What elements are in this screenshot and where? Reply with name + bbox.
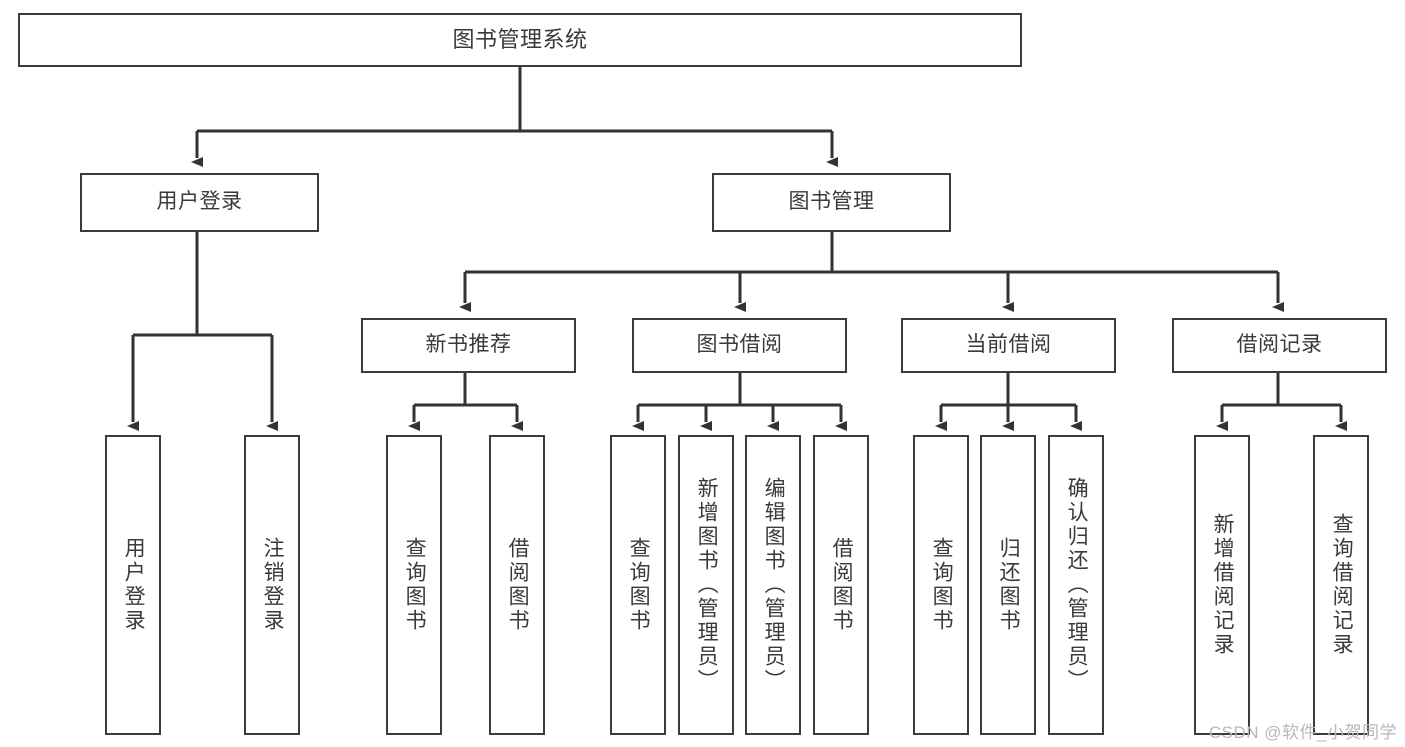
node-book-manage[interactable]: 图书管理 [712, 173, 951, 232]
leaf-confirm-return[interactable]: 确认归还（管理员） [1048, 435, 1104, 735]
leaf-query-book-2[interactable]: 查询图书 [610, 435, 666, 735]
node-root[interactable]: 图书管理系统 [18, 13, 1022, 67]
leaf-add-book[interactable]: 新增图书（管理员） [678, 435, 734, 735]
leaf-add-book-label: 新增图书（管理员） [695, 477, 719, 693]
leaf-user-logout-label: 注销登录 [261, 537, 285, 633]
leaf-return-book[interactable]: 归还图书 [980, 435, 1036, 735]
leaf-borrow-book-2[interactable]: 借阅图书 [813, 435, 869, 735]
leaf-borrow-book-1[interactable]: 借阅图书 [489, 435, 545, 735]
leaf-query-book-1[interactable]: 查询图书 [386, 435, 442, 735]
leaf-query-book-1-label: 查询图书 [403, 537, 427, 633]
node-book-borrow[interactable]: 图书借阅 [632, 318, 847, 373]
leaf-edit-book-label: 编辑图书（管理员） [762, 477, 786, 693]
node-current-borrow-label: 当前借阅 [965, 333, 1052, 357]
leaf-return-book-label: 归还图书 [997, 537, 1021, 633]
leaf-user-login-label: 用户登录 [122, 537, 146, 633]
leaf-query-book-2-label: 查询图书 [627, 537, 651, 633]
node-new-book-recommend[interactable]: 新书推荐 [361, 318, 576, 373]
node-user-login-label: 用户登录 [156, 190, 243, 214]
node-new-book-recommend-label: 新书推荐 [425, 333, 512, 357]
leaf-borrow-book-1-label: 借阅图书 [506, 537, 530, 633]
node-current-borrow[interactable]: 当前借阅 [901, 318, 1116, 373]
node-user-login[interactable]: 用户登录 [80, 173, 319, 232]
leaf-borrow-book-2-label: 借阅图书 [830, 537, 854, 633]
node-book-borrow-label: 图书借阅 [696, 333, 783, 357]
node-book-manage-label: 图书管理 [788, 190, 875, 214]
leaf-query-borrow-record-label: 查询借阅记录 [1330, 513, 1354, 657]
leaf-add-borrow-record[interactable]: 新增借阅记录 [1194, 435, 1250, 735]
node-borrow-record-label: 借阅记录 [1236, 333, 1323, 357]
leaf-user-logout[interactable]: 注销登录 [244, 435, 300, 735]
leaf-query-book-3-label: 查询图书 [930, 537, 954, 633]
leaf-add-borrow-record-label: 新增借阅记录 [1211, 513, 1235, 657]
watermark: CSDN @软件_小贺同学 [1208, 723, 1397, 742]
node-root-label: 图书管理系统 [452, 27, 588, 53]
node-borrow-record[interactable]: 借阅记录 [1172, 318, 1387, 373]
leaf-edit-book[interactable]: 编辑图书（管理员） [745, 435, 801, 735]
leaf-query-book-3[interactable]: 查询图书 [913, 435, 969, 735]
leaf-confirm-return-label: 确认归还（管理员） [1065, 477, 1089, 693]
leaf-user-login[interactable]: 用户登录 [105, 435, 161, 735]
leaf-query-borrow-record[interactable]: 查询借阅记录 [1313, 435, 1369, 735]
